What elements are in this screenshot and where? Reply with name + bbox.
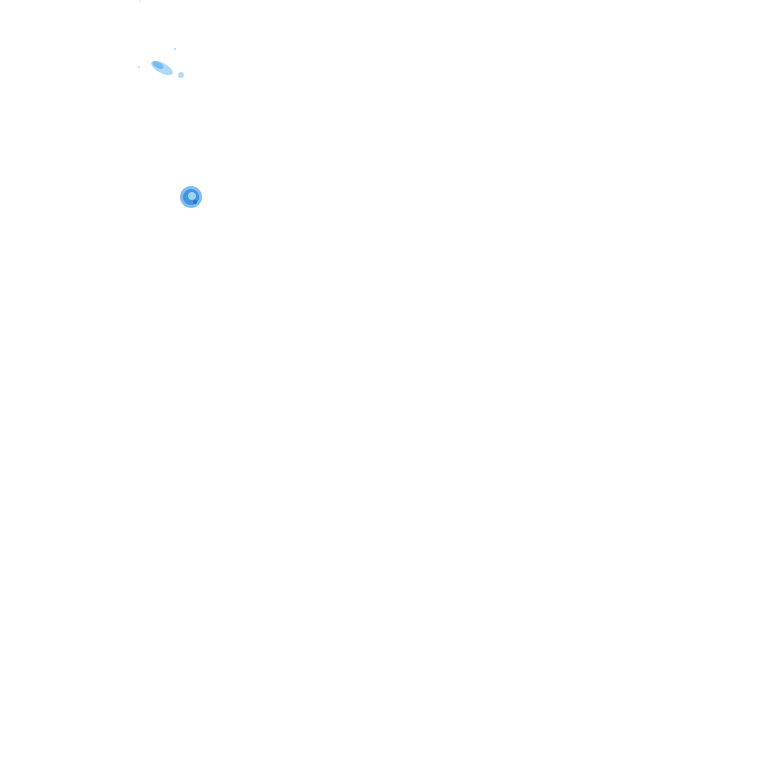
precip-cell-upper-left-core — [152, 61, 164, 69]
precip-cell-center — [180, 186, 202, 208]
precip-cell-upper-left-tail — [178, 72, 184, 78]
precip-speck-2 — [138, 66, 140, 68]
precip-speck-3 — [139, 0, 141, 2]
precip-cell-center-core — [188, 192, 196, 200]
precip-cell-upper-left — [138, 0, 184, 78]
precip-speck-1 — [173, 47, 177, 51]
precip-cell-center-dot — [193, 200, 197, 204]
